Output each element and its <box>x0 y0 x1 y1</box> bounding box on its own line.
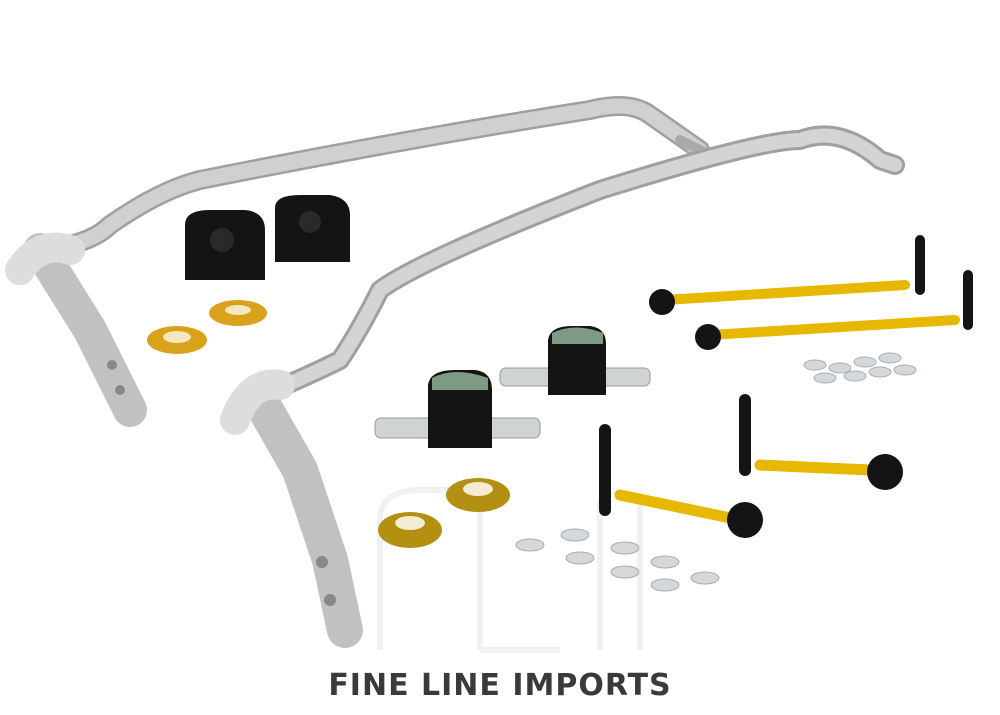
gold-clamps <box>147 300 510 548</box>
rear-sway-bar <box>5 96 715 427</box>
end-links <box>599 235 973 538</box>
rear-bushings <box>185 195 350 280</box>
front-bushings-brackets <box>374 326 651 448</box>
watermark-logo <box>377 487 643 653</box>
front-sway-bar <box>107 125 905 648</box>
washers <box>515 352 917 592</box>
brand-logo: FINE LINE IMPORTS <box>328 668 672 703</box>
